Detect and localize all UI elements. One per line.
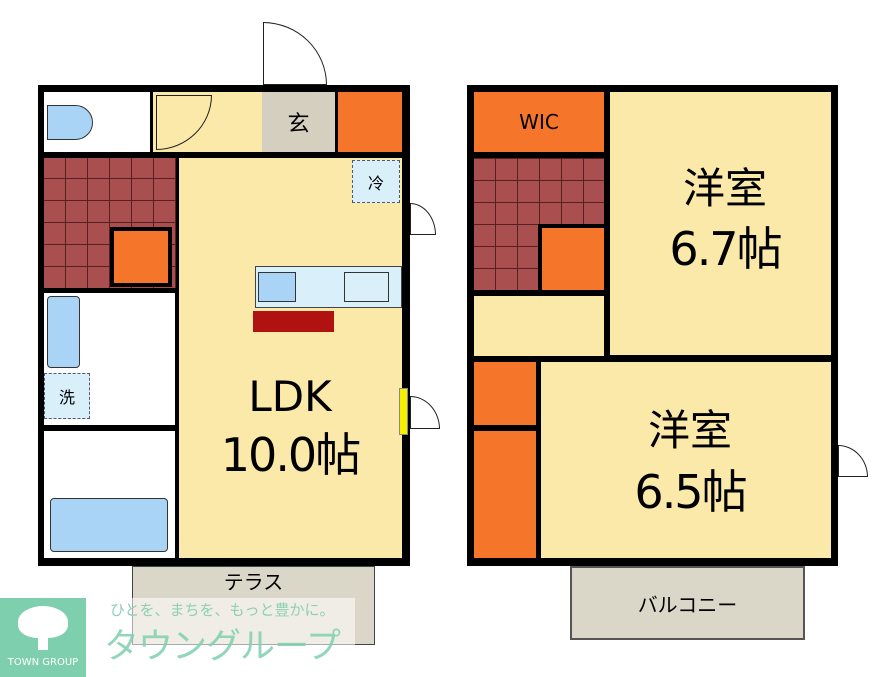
hallway-2f: [474, 296, 604, 356]
bathtub-icon: [50, 498, 168, 552]
ldk-side-door: [410, 203, 436, 235]
room2-side-door: [838, 445, 868, 477]
wic: WIC: [474, 92, 604, 152]
room-6-7: [610, 92, 831, 355]
washbasin-icon: [47, 296, 80, 368]
ldk-room: [179, 158, 402, 558]
room-6-5: [541, 362, 831, 558]
room2-name: 洋室: [647, 406, 732, 455]
toilet-icon: [47, 105, 93, 140]
ldk-window-door: [410, 396, 440, 429]
logo-box: TOWN GROUP: [0, 598, 86, 677]
sink-icon: [258, 272, 296, 302]
closet-2f-b: [474, 431, 536, 558]
front-door: [263, 22, 327, 85]
fridge-space: 冷: [352, 160, 400, 203]
ldk-size: 10.0帖: [220, 428, 361, 482]
entrance: 玄: [262, 92, 335, 152]
logo-brand-jp: タウングループ: [104, 627, 341, 667]
shoe-storage: [338, 92, 402, 152]
room2-size: 6.5帖: [634, 465, 747, 519]
balcony: バルコニー: [570, 566, 805, 640]
logo-slogan: ひとを、まちを、もっと豊かに。: [110, 601, 335, 619]
closet-2f: [538, 224, 604, 290]
logo-brand-en: TOWN GROUP: [7, 656, 79, 668]
window-marker: [399, 388, 408, 435]
ldk-name: LDK: [248, 372, 332, 421]
stove-icon: [344, 272, 389, 302]
tree-icon: [18, 606, 68, 638]
terrace-label: テラス: [223, 570, 284, 594]
tree-trunk: [38, 634, 48, 650]
kitchen-cabinet: [253, 311, 334, 332]
laundry-space: 洗: [44, 373, 90, 419]
room1-name: 洋室: [682, 164, 767, 213]
room1-size: 6.7帖: [669, 222, 782, 276]
closet-1f: [110, 227, 172, 287]
watermark-backdrop: [130, 598, 355, 645]
closet-2f-a: [474, 362, 536, 425]
